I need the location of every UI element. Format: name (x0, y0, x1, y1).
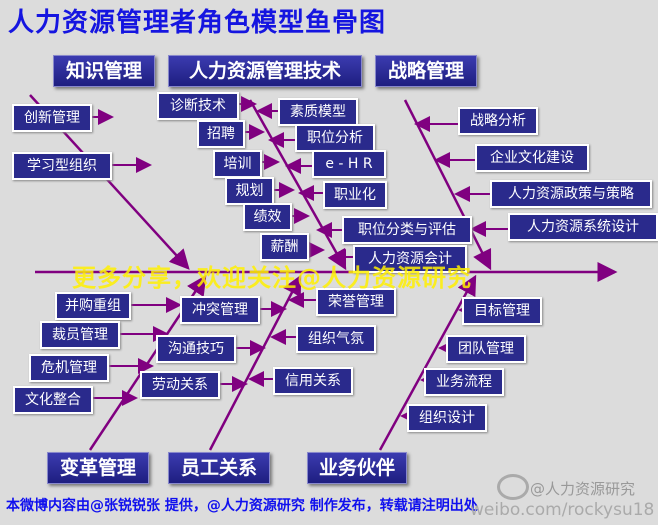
node: 人力资源会计 (353, 245, 467, 273)
node: 文化整合 (13, 386, 93, 414)
node: 绩效 (243, 203, 292, 231)
header-knowledge: 知识管理 (53, 55, 155, 87)
node: 培训 (213, 150, 262, 178)
footer-credit: 本微博内容由@张锐锐张 提供，@人力资源研究 制作发布，转载请注明出处 (6, 498, 478, 514)
node: 荣誉管理 (316, 288, 396, 316)
weibo-logo-icon (497, 474, 529, 500)
node: 诊断技术 (157, 92, 239, 120)
node: e - H R (312, 150, 386, 178)
node: 团队管理 (446, 335, 526, 363)
watermark-text: 更多分享，欢迎关注@人力资源研究 (72, 264, 472, 292)
node: 企业文化建设 (475, 144, 589, 172)
node: 业务流程 (424, 368, 504, 396)
node: 信用关系 (273, 367, 353, 395)
node: 薪酬 (260, 233, 309, 261)
node: 人力资源系统设计 (508, 213, 658, 241)
node: 学习型组织 (12, 152, 112, 180)
node: 职位分析 (295, 124, 375, 152)
node: 并购重组 (55, 292, 131, 320)
node: 组织气氛 (296, 325, 376, 353)
node: 危机管理 (29, 354, 109, 382)
header-change: 变革管理 (47, 452, 149, 484)
node: 裁员管理 (40, 321, 120, 349)
page-title: 人力资源管理者角色模型鱼骨图 (8, 8, 387, 38)
node: 组织设计 (407, 404, 487, 432)
node: 冲突管理 (180, 296, 260, 324)
node: 劳动关系 (140, 371, 220, 399)
header-partner: 业务伙伴 (307, 452, 407, 484)
header-strategy: 战略管理 (375, 55, 477, 87)
node: 创新管理 (12, 104, 92, 132)
header-employee: 员工关系 (168, 452, 270, 484)
node: 沟通技巧 (156, 335, 236, 363)
weibo-handle: @人力资源研究 (530, 480, 636, 498)
node: 人力资源政策与策略 (490, 180, 652, 208)
node: 目标管理 (462, 297, 542, 325)
node: 职位分类与评估 (342, 216, 472, 244)
node: 招聘 (197, 120, 245, 148)
weibo-url: weibo.com/rockysu18 (470, 500, 655, 520)
node: 素质模型 (278, 98, 358, 126)
node: 职业化 (323, 181, 387, 209)
node: 战略分析 (458, 107, 538, 135)
header-hr-tech: 人力资源管理技术 (168, 55, 362, 87)
node: 规划 (225, 177, 274, 205)
